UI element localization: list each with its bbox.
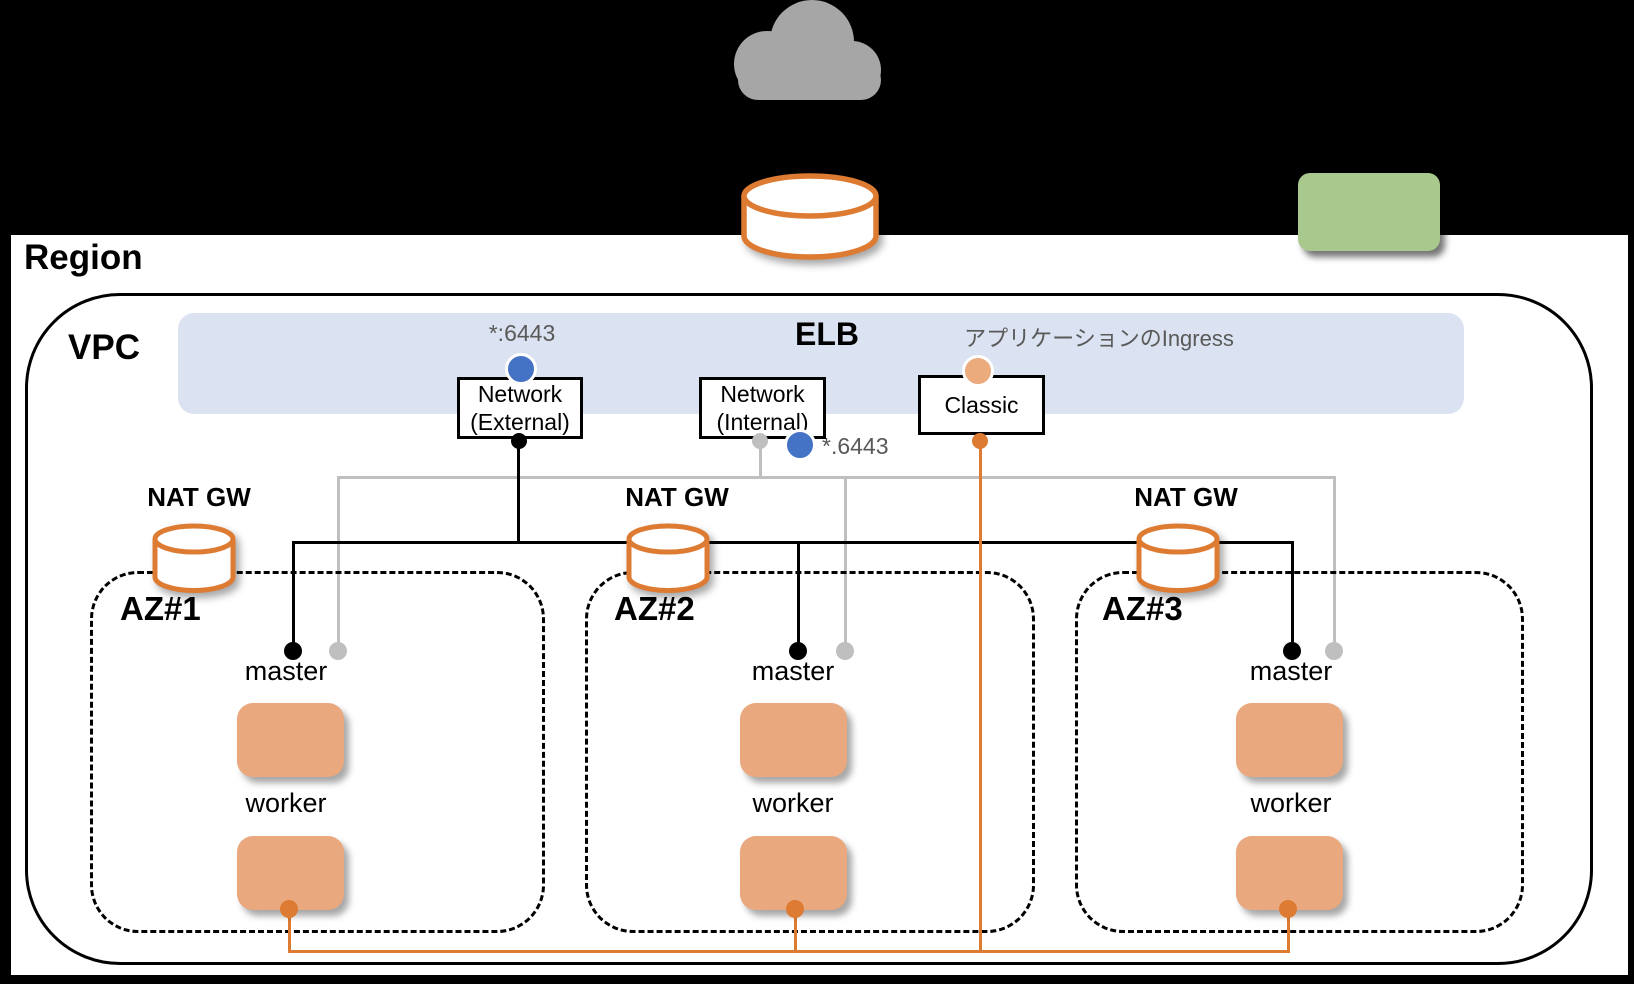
- az1-label: AZ#1: [120, 590, 201, 627]
- classic-trunk-line: [288, 950, 1290, 953]
- internal-lb-drop-line: [759, 447, 762, 478]
- external-drop-az3: [1291, 541, 1294, 646]
- internal-lb-bottom-dot: [752, 433, 768, 449]
- az3-master-label: master: [1249, 656, 1333, 686]
- az1-worker-dot: [280, 900, 298, 918]
- az3-master-node: [1236, 703, 1343, 777]
- az2-nat-gw-label: NAT GW: [625, 482, 729, 512]
- classic-lb-drop-line: [979, 447, 982, 953]
- az3-label: AZ#3: [1102, 590, 1183, 627]
- external-trunk-line: [292, 541, 1294, 544]
- az2-worker-label: worker: [752, 788, 834, 818]
- region-label: Region: [24, 238, 143, 277]
- external-drop-az1: [292, 541, 295, 646]
- network-external-line2: (External): [470, 409, 570, 435]
- internal-port-label: *.6443: [822, 433, 889, 459]
- external-lb-bottom-dot: [511, 433, 527, 449]
- az3-nat-gw-label: NAT GW: [1134, 482, 1238, 512]
- az2-worker-dot: [786, 900, 804, 918]
- application-ingress-label: アプリケーションのIngress: [964, 326, 1234, 351]
- az1-master-node: [237, 703, 344, 777]
- az1-master-label: master: [244, 656, 328, 686]
- network-external-line1: Network: [477, 380, 563, 407]
- green-node-box: [1298, 173, 1440, 251]
- internal-drop-az2: [844, 476, 847, 646]
- az2-label: AZ#2: [614, 590, 695, 627]
- elb-title: ELB: [795, 316, 859, 352]
- network-internal-lb-box: Network (Internal): [699, 377, 826, 439]
- az3-box: [1075, 571, 1524, 933]
- vpc-container: [25, 293, 1593, 965]
- external-endpoint-circle: [505, 353, 537, 385]
- az2-master-label: master: [751, 656, 835, 686]
- az3-worker-dot: [1279, 900, 1297, 918]
- classic-lb-label: Classic: [944, 391, 1019, 418]
- az1-nat-gateway-icon: [152, 523, 236, 593]
- classic-endpoint-circle: [962, 355, 994, 387]
- az1-worker-label: worker: [245, 788, 327, 818]
- internal-endpoint-circle: [784, 429, 816, 461]
- worker-drop-az3: [1287, 908, 1290, 953]
- az1-nat-gw-label: NAT GW: [147, 482, 251, 512]
- network-internal-line1: Network: [720, 380, 805, 407]
- cloud-icon: [734, 0, 881, 100]
- az2-master-internal-dot: [836, 642, 854, 660]
- worker-drop-az2: [794, 908, 797, 953]
- az3-worker-node: [1236, 836, 1343, 910]
- az2-box: [585, 571, 1035, 933]
- az1-master-external-dot: [284, 642, 302, 660]
- worker-drop-az1: [288, 908, 291, 953]
- elb-cylinder-icon: [741, 173, 879, 260]
- az1-worker-node: [237, 836, 344, 910]
- az1-box: [90, 571, 545, 933]
- network-external-lb-box: Network (External): [457, 377, 583, 439]
- internal-drop-az3: [1333, 476, 1336, 646]
- az3-nat-gateway-icon: [1136, 523, 1220, 593]
- external-port-label: *:6443: [488, 320, 556, 346]
- az2-master-node: [740, 703, 847, 777]
- internal-trunk-line: [337, 476, 1336, 479]
- az3-master-internal-dot: [1325, 642, 1343, 660]
- vpc-label: VPC: [68, 328, 140, 367]
- classic-lb-bottom-dot: [972, 433, 988, 449]
- az3-worker-label: worker: [1250, 788, 1332, 818]
- internal-drop-az1: [337, 476, 340, 646]
- az2-worker-node: [740, 836, 847, 910]
- external-lb-drop-line: [517, 447, 520, 543]
- az2-master-external-dot: [789, 642, 807, 660]
- az3-master-external-dot: [1283, 642, 1301, 660]
- az2-nat-gateway-icon: [626, 523, 710, 593]
- external-drop-az2: [797, 541, 800, 646]
- az1-master-internal-dot: [329, 642, 347, 660]
